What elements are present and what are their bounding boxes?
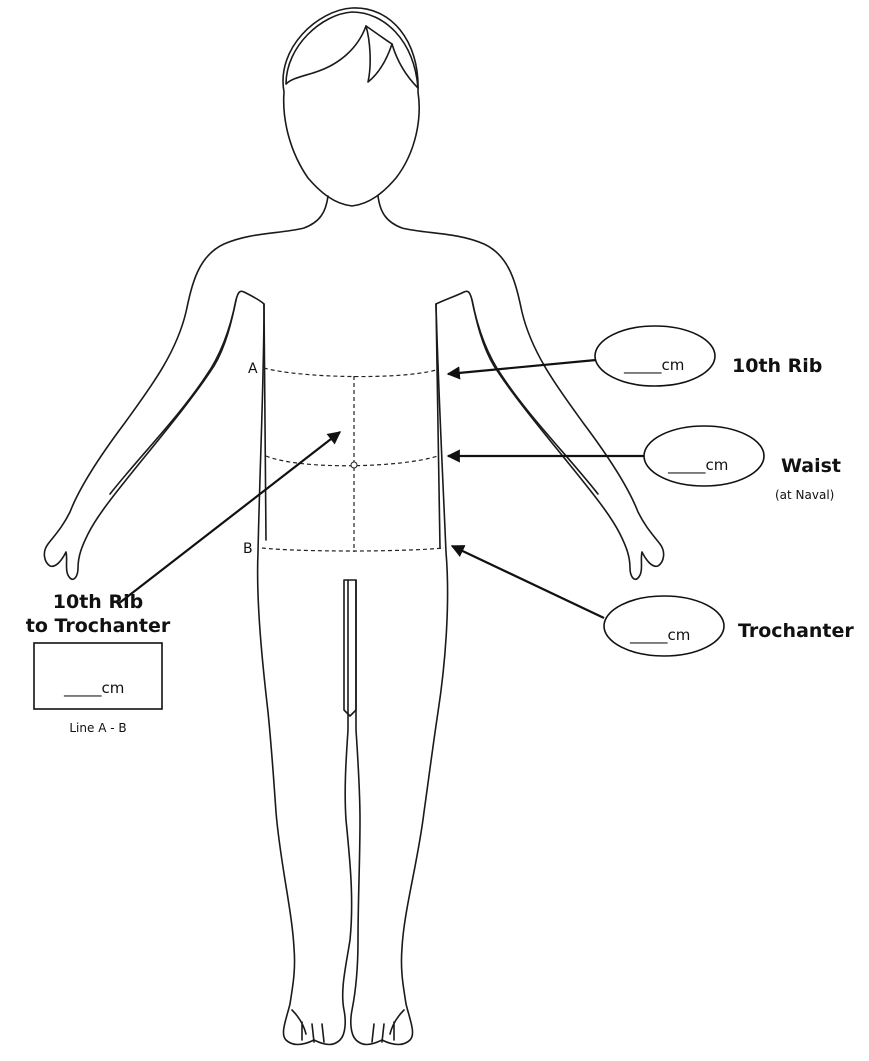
rib-to-trochanter-value: _____cm (63, 679, 124, 698)
rib-line-a (264, 368, 436, 377)
rib-label: 10th Rib (732, 355, 822, 377)
torso-right-inner (436, 304, 440, 548)
waist-label: Waist (781, 455, 841, 477)
rib-to-trochanter-arrow (118, 432, 340, 604)
head-outline (283, 8, 419, 206)
rib-to-trochanter-sublabel: Line A - B (69, 721, 126, 735)
left-inner-arm (110, 300, 236, 494)
torso-left-inner (264, 304, 266, 540)
waist-value: _____cm (667, 456, 728, 475)
rib-arrow (448, 360, 596, 374)
crotch-line (344, 580, 356, 716)
navel-marker (351, 462, 357, 468)
rib-to-trochanter-field[interactable]: _____cm (34, 643, 162, 709)
trochanter-value: _____cm (629, 626, 690, 645)
rib-to-trochanter-label-line1: 10th Rib (53, 591, 143, 613)
rib-to-trochanter-box[interactable] (34, 643, 162, 709)
trochanter-measurement-field[interactable]: _____cm (604, 596, 724, 656)
measurement-lines (262, 368, 444, 552)
point-b-label: B (243, 541, 253, 557)
right-foot (372, 1010, 404, 1042)
left-foot (292, 1010, 324, 1042)
rib-measurement-field[interactable]: _____cm (595, 326, 715, 386)
waist-sublabel: (at Naval) (775, 488, 834, 502)
hair-outline (286, 12, 418, 88)
trochanter-line-b (262, 548, 444, 551)
right-inner-arm (472, 300, 598, 494)
trochanter-label: Trochanter (738, 620, 854, 642)
rib-to-trochanter-label-line2: to Trochanter (26, 615, 171, 637)
point-a-label: A (248, 361, 258, 377)
trochanter-arrow (452, 546, 604, 618)
waist-measurement-field[interactable]: _____cm (644, 426, 764, 486)
rib-value: _____cm (623, 356, 684, 375)
hair-part (366, 26, 392, 44)
